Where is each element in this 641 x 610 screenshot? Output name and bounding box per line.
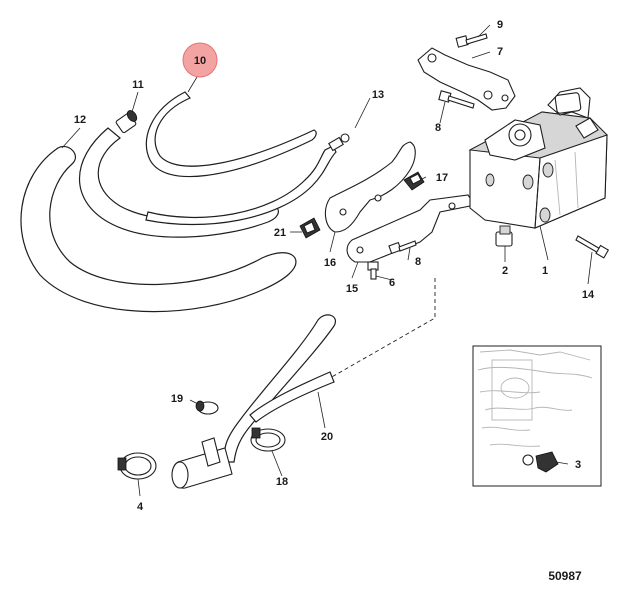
callout-12: 12	[74, 114, 86, 126]
clip-19	[195, 400, 219, 415]
bracket-16	[324, 141, 416, 233]
screw-14	[575, 235, 610, 259]
callout-8-upper: 8	[435, 122, 441, 134]
highlight-circle-10	[182, 42, 218, 78]
callout-14: 14	[582, 289, 595, 301]
callout-6: 6	[389, 277, 395, 289]
leader-lines	[61, 24, 593, 497]
hose-20	[171, 314, 336, 489]
screw-6	[367, 261, 379, 280]
callout-7: 7	[497, 46, 503, 58]
bracket-7	[417, 47, 516, 111]
callout-15: 15	[346, 283, 358, 295]
fuel-module-1	[468, 87, 608, 229]
clamp-18	[250, 427, 286, 452]
callout-17: 17	[436, 172, 448, 184]
fuel-line-13	[145, 133, 350, 226]
callout-20: 20	[321, 431, 333, 443]
callout-3: 3	[575, 459, 581, 471]
callout-19: 19	[171, 393, 183, 405]
callout-10: 10	[194, 55, 206, 67]
hose-10	[145, 91, 317, 178]
hose-11	[78, 110, 279, 238]
inset-detail	[472, 345, 602, 487]
callout-9: 9	[497, 19, 503, 31]
callout-18: 18	[276, 476, 288, 488]
callout-1: 1	[542, 265, 548, 277]
callout-21: 21	[274, 227, 286, 239]
callout-8-lower: 8	[415, 256, 421, 268]
fitting-2	[495, 225, 513, 247]
clip-21	[299, 217, 321, 239]
clip-17	[403, 171, 425, 191]
hose-12	[20, 145, 297, 313]
screw-8-upper	[438, 90, 475, 109]
callout-13: 13	[372, 89, 384, 101]
clamp-4	[117, 452, 157, 480]
drawing-number: 50987	[548, 569, 582, 583]
connection-line	[329, 278, 436, 379]
screw-8-lower	[388, 240, 417, 255]
screw-9	[455, 33, 488, 48]
callout-16: 16	[324, 257, 336, 269]
callout-2: 2	[502, 265, 508, 277]
callout-11: 11	[132, 79, 144, 91]
bracket-15	[346, 194, 476, 263]
callout-4: 4	[137, 501, 144, 513]
